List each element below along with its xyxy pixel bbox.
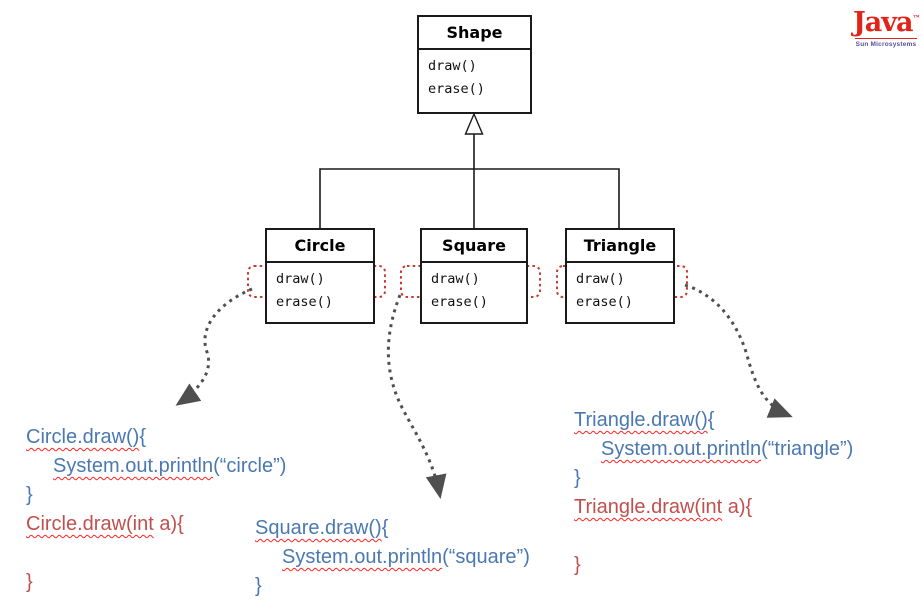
method-draw: draw() [428, 58, 477, 74]
code-line: System.out.println(“circle”) [26, 452, 286, 481]
code-line: Circle.draw(int a){ [26, 510, 286, 539]
java-brand-text: Java [853, 7, 913, 38]
code-line: System.out.println(“triangle”) [574, 435, 853, 464]
square-code-block: Square.draw(){System.out.println(“square… [255, 514, 530, 601]
java-wordmark: Java™ [853, 3, 921, 38]
code-token-squiggled: System.out.println [601, 438, 762, 460]
trademark-symbol: ™ [912, 13, 921, 23]
code-token: } [255, 575, 262, 597]
class-name-triangle: Triangle [567, 230, 673, 263]
class-box-shape: Shape draw() erase() [417, 15, 532, 114]
methods-compartment: draw() erase() [567, 263, 673, 314]
code-line [574, 522, 853, 551]
code-token: { [707, 409, 715, 431]
code-line: Triangle.draw(int a){ [574, 493, 853, 522]
code-token-squiggled: System.out.println [282, 546, 443, 568]
class-name-shape: Shape [419, 17, 530, 50]
class-box-square: Square draw() erase() [420, 228, 528, 324]
code-token-squiggled: Circle.draw(int [26, 513, 154, 535]
methods-compartment: draw() erase() [419, 50, 530, 101]
code-line: } [26, 568, 286, 597]
method-draw: draw() [276, 271, 325, 287]
circle-code-arrow [175, 287, 253, 406]
methods-compartment: draw() erase() [267, 263, 373, 314]
code-line: Circle.draw(){ [26, 423, 286, 452]
class-name-circle: Circle [267, 230, 373, 263]
code-token-squiggled: Circle.draw() [26, 426, 140, 448]
code-token-squiggled: Square.draw() [255, 517, 382, 539]
methods-compartment: draw() erase() [422, 263, 526, 314]
code-line [26, 539, 286, 568]
code-token: } [574, 467, 581, 489]
code-token-squiggled: System.out.println [53, 455, 214, 477]
code-line: } [26, 481, 286, 510]
code-line: Triangle.draw(){ [574, 406, 853, 435]
class-box-circle: Circle draw() erase() [265, 228, 375, 324]
class-name-square: Square [422, 230, 526, 263]
class-box-triangle: Triangle draw() erase() [565, 228, 675, 324]
circle-code-block: Circle.draw(){System.out.println(“circle… [26, 423, 286, 597]
code-token: a){ [153, 513, 184, 535]
method-erase: erase() [428, 81, 485, 97]
code-token: } [26, 484, 33, 506]
sun-microsystems-label: Sun Microsystems [855, 41, 917, 48]
triangle-code-block: Triangle.draw(){System.out.println(“tria… [574, 406, 853, 580]
code-token: } [574, 554, 581, 576]
code-token-squiggled: Triangle.draw(int [574, 496, 723, 518]
square-code-arrow [386, 294, 447, 499]
method-erase: erase() [276, 294, 333, 310]
triangle-code-arrow [684, 283, 793, 418]
java-logo: Java™ Sun Microsystems [853, 3, 921, 49]
inheritance-branch-lines [319, 168, 620, 228]
code-token: a){ [722, 496, 753, 518]
method-erase: erase() [431, 294, 488, 310]
code-token: (“circle”) [213, 455, 287, 477]
code-line: } [255, 572, 530, 601]
code-token: (“square”) [442, 546, 530, 568]
inheritance-triangle-icon [464, 112, 484, 135]
method-draw: draw() [431, 271, 480, 287]
logo-divider [855, 38, 917, 39]
method-draw: draw() [576, 271, 625, 287]
code-line: } [574, 464, 853, 493]
code-line: Square.draw(){ [255, 514, 530, 543]
code-token: { [139, 426, 147, 448]
code-line: System.out.println(“square”) [255, 543, 530, 572]
code-token-squiggled: Triangle.draw() [574, 409, 708, 431]
code-token: (“triangle”) [761, 438, 854, 460]
method-erase: erase() [576, 294, 633, 310]
code-line: } [574, 551, 853, 580]
code-token: } [26, 571, 33, 593]
code-token: { [381, 517, 389, 539]
